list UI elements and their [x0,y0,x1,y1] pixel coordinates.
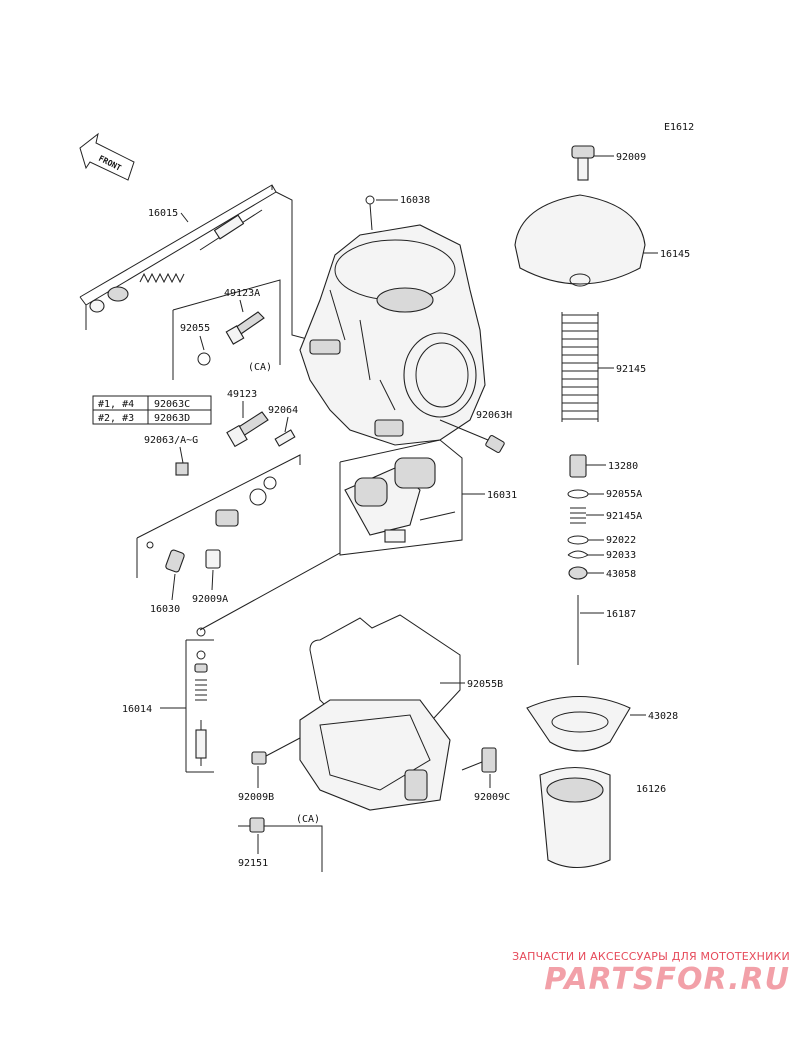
label-92033: 92033 [606,550,636,561]
label-49123A: 49123A [224,288,260,299]
front-label: FRONT [97,154,123,173]
front-arrow-icon: FRONT [79,132,135,181]
label-92063H: 92063H [476,410,512,421]
label-92009A: 92009A [192,594,228,605]
label-49123: 49123 [227,389,257,400]
label-92063AG: 92063/A~G [144,435,198,446]
table-cyl-2: #2, #3 [98,413,134,424]
label-92055A: 92055A [606,489,642,500]
assembly-16014 [185,627,214,773]
box-49123A-ca [172,279,281,380]
ca-note-top: (CA) [248,362,272,373]
watermark-logo: PARTSFOR.RU [544,962,790,997]
label-16031: 16031 [487,490,517,501]
label-92055B: 92055B [467,679,503,690]
label-92022: 92022 [606,535,636,546]
float-bowl [299,614,461,811]
label-16187: 16187 [606,609,636,620]
label-16014: 16014 [122,704,152,715]
table-part-2: 92063D [154,413,190,424]
label-92151: 92151 [238,858,268,869]
diagram-code: E1612 [664,122,694,133]
float-16031 [339,439,463,556]
label-16126: 16126 [636,784,666,795]
label-92009C: 92009C [474,792,510,803]
carburetor-body [299,195,486,446]
label-92145A: 92145A [606,511,642,522]
label-92055: 92055 [180,323,210,334]
label-43028: 43028 [648,711,678,722]
label-43058: 43058 [606,569,636,580]
watermark-caption: ЗАПЧАСТИ И АКСЕССУАРЫ ДЛЯ МОТОТЕХНИКИ [512,950,790,963]
label-92145: 92145 [616,364,646,375]
ca-note-bottom: (CA) [296,814,320,825]
cylinder-table [92,395,212,425]
label-92064: 92064 [268,405,298,416]
label-16030: 16030 [150,604,180,615]
assembly-16015 [79,184,277,330]
label-16015: 16015 [148,208,178,219]
label-16145: 16145 [660,249,690,260]
table-cyl-1: #1, #4 [98,399,134,410]
label-13280: 13280 [608,461,638,472]
label-92009: 92009 [616,152,646,163]
table-part-1: 92063C [154,399,190,410]
right-column-parts [514,145,646,868]
assembly-16030 [136,454,301,578]
label-92009B: 92009B [238,792,274,803]
label-16038: 16038 [400,195,430,206]
